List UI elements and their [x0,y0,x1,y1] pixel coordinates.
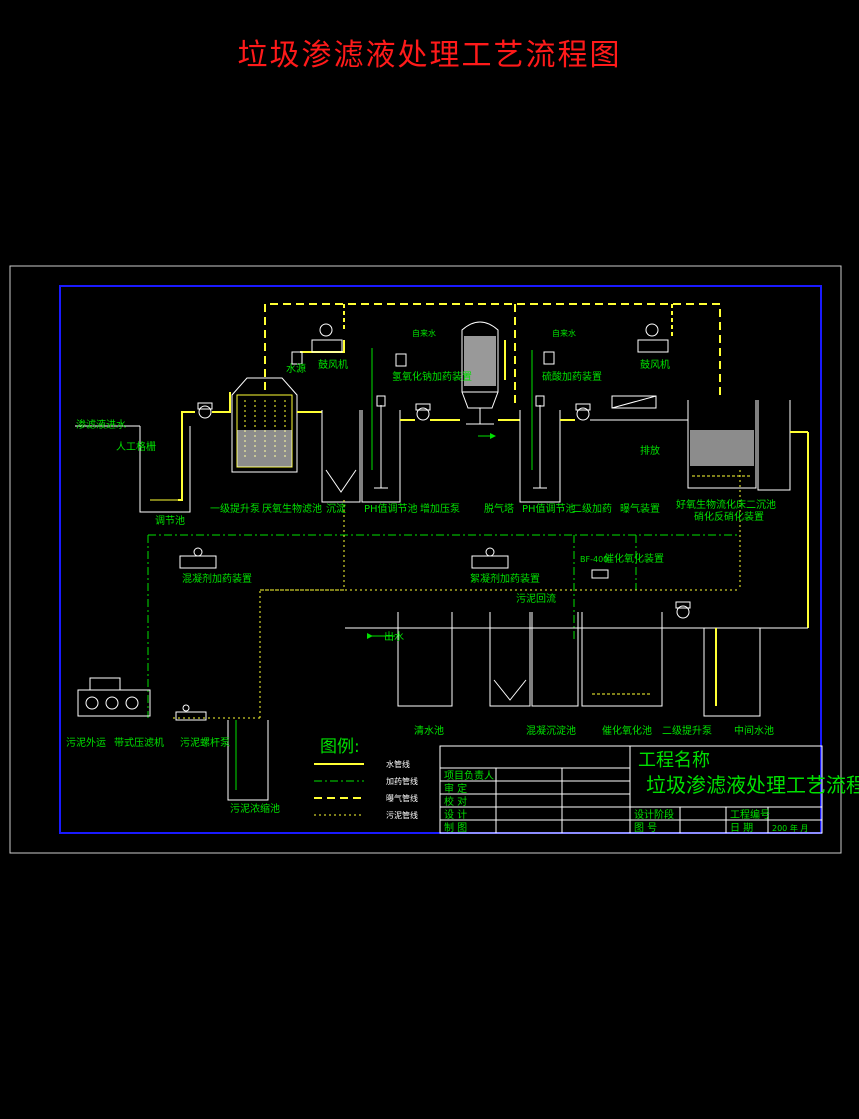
label-lift2: 二级加药 [572,503,612,515]
booster-pump [415,403,431,421]
label-second-settle: 二沉池 [746,498,776,511]
catalytic-pool [581,612,663,707]
label-sludge-out: 污泥外运 [66,736,106,749]
tb-date-value: 200 年 月 [772,823,808,833]
label-bf: BF-400 [580,555,608,564]
legend-label-2: 曝气管线 [386,793,418,803]
settle-tank [321,410,361,503]
acid-dosing [531,350,555,470]
tb-date-label: 日 期 [730,822,753,834]
pump-2 [575,403,591,421]
label-sludge-return: 污泥回流 [516,592,556,605]
tb-project-no: 工程编号 [730,808,770,821]
screw-pump [175,704,207,721]
coag-settle-pool [489,612,531,707]
second-settle [757,400,791,491]
label-clear-pool: 清水池 [414,724,444,737]
label-belt-press: 带式压滤机 [114,736,164,749]
label-catalyst: 催化氧化装置 [604,552,664,565]
label-aeration: 曝气装置 [620,502,660,515]
naoh-dosing [371,348,407,470]
label-mbr: 厌氧生物滤池 [262,502,322,515]
label-water-in: 水源 [286,362,306,375]
label-tap2: 自来水 [552,328,576,338]
label-lift3: 二级提升泵 [662,725,712,737]
water-source-box [291,351,303,365]
label-catalytic: 催化氧化池 [602,724,652,737]
label-acid: 硫酸加药装置 [542,370,602,383]
legend-title: 图例: [320,737,360,757]
blower-2 [637,323,669,353]
bf-unit [591,569,609,579]
lift-pump-1 [197,402,213,419]
label-sludge-thick: 污泥浓缩池 [230,802,280,815]
label-blower2: 鼓风机 [640,358,670,371]
label-floc-dose: 絮凝剂加药装置 [470,572,540,585]
tb-design-stage: 设计阶段 [634,808,674,821]
label-ph1: PH值调节池 [364,502,418,515]
aeration-blower-unit [611,395,657,409]
legend-label-1: 加药管线 [386,776,418,786]
label-lift1: 一级提升泵 [210,503,260,515]
sludge-thickener [227,720,269,801]
coag-dosing-unit [179,547,217,569]
legend-label-0: 水管线 [386,759,410,769]
label-stripping: 脱气塔 [484,502,514,515]
label-leachate-in: 渗滤液进水 [76,418,126,431]
lift-pump-3 [675,601,691,619]
page-title: 垃圾渗滤液处理工艺流程图 [237,38,622,73]
tb-row-2: 校 对 [444,795,467,808]
stripping-tower [461,321,499,393]
regulation-pool [139,426,191,513]
label-tap1: 自来水 [412,328,436,338]
ph-tank-2 [519,410,561,503]
tb-drawing-title: 垃圾渗滤液处理工艺流程图 [646,773,859,797]
tb-row-3: 设 计 [444,808,467,821]
label-blower1: 鼓风机 [318,358,348,371]
title-block [439,745,823,834]
label-coag-settle: 混凝沉淀池 [526,724,576,737]
middle-pool [703,628,761,717]
coag-settle-pool-2 [531,612,579,707]
floc-dosing-unit [471,547,509,569]
belt-press [77,677,151,717]
tb-drawing-no: 图 号 [634,822,657,834]
label-coag-dose: 混凝剂加药装置 [182,572,252,585]
clear-water-pool [397,612,453,707]
label-naoh: 氢氧化钠加药装置 [392,370,472,383]
anaerobic-filter [231,377,298,473]
label-aerobic: 好氧生物流化床 [676,498,746,511]
aerobic-tank [687,400,757,489]
tb-row-4: 制 图 [444,821,467,834]
label-screw-pump: 污泥螺杆泵 [180,736,230,749]
ph-tank-1 [361,410,401,503]
label-settle: 沉淀 [326,502,346,515]
label-membrane: 硝化反硝化装置 [694,510,764,523]
label-exhaust: 排放 [640,444,660,457]
tb-row-0: 项目负责人 [444,769,494,782]
label-grid: 人工格栅 [116,440,156,453]
tb-row-1: 审 定 [444,782,467,795]
outer-frame [9,265,842,854]
tb-project-name: 工程名称 [638,750,710,771]
blower-1 [311,323,343,353]
label-booster: 增加压泵 [420,502,460,515]
label-reg-pool: 调节池 [155,514,185,527]
label-middle-pool: 中间水池 [734,724,774,737]
label-ph2: PH值调节池 [522,502,576,515]
legend-label-3: 污泥管线 [386,810,418,820]
label-outflow: 出水 [384,630,404,643]
